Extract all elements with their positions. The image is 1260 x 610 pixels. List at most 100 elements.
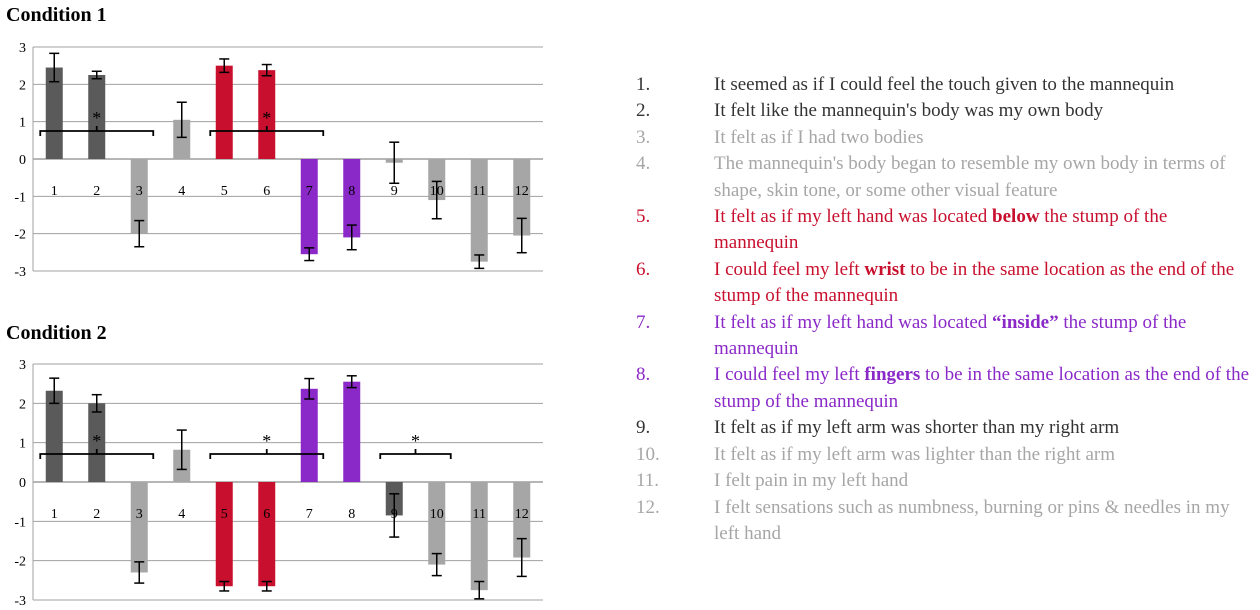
- y-tick-label: 2: [19, 397, 26, 412]
- legend-text: The mannequin's body began to resemble m…: [714, 153, 1226, 201]
- x-tick-label: 4: [178, 184, 185, 199]
- legend-text-post: to be in the same location as the end of…: [714, 258, 1235, 307]
- legend-text-pre: It felt as if my left hand was located: [714, 311, 993, 333]
- bar: [428, 482, 446, 565]
- x-tick-label: 8: [348, 184, 355, 199]
- legend-item: 2.It felt like the mannequin's body was …: [636, 98, 1256, 124]
- y-tick-label: -2: [14, 555, 26, 570]
- legend-item: 12.I felt sensations such as numbness, b…: [636, 495, 1256, 548]
- legend-number: 5.: [636, 206, 651, 228]
- legend-item: 5. It felt as if my left hand was located…: [636, 204, 1256, 257]
- x-tick-label: 12: [515, 184, 529, 199]
- legend-text-pre: I could feel my left: [714, 364, 865, 386]
- condition-2-title: Condition 2: [6, 322, 107, 344]
- legend-text-pre: I could feel my left: [714, 258, 865, 280]
- legend-number: 12.: [636, 496, 660, 518]
- y-tick-label: 1: [19, 437, 26, 452]
- y-tick-label: -3: [14, 265, 26, 280]
- legend-number: 7.: [636, 311, 651, 333]
- legend-text: It felt as if my left hand was located b…: [714, 204, 1256, 257]
- x-tick-label: 5: [221, 507, 228, 522]
- y-tick-label: -1: [14, 190, 26, 205]
- y-tick-label: 3: [19, 358, 26, 373]
- legend-text: I could feel my left fingers to be in th…: [714, 362, 1256, 415]
- x-tick-label: 4: [178, 507, 185, 522]
- legend-text-emphasis: below: [992, 206, 1040, 228]
- x-tick-label: 3: [136, 184, 143, 199]
- legend-text: It felt as if my left hand was located “…: [714, 310, 1256, 363]
- legend-text: I felt pain in my left hand: [714, 470, 909, 492]
- bar: [45, 390, 63, 482]
- y-tick-label: -3: [14, 594, 26, 609]
- legend-number: 3.: [636, 126, 651, 148]
- x-tick-label: 3: [136, 507, 143, 522]
- y-tick-label: 0: [19, 153, 26, 168]
- bar: [513, 159, 531, 236]
- legend-number: 4.: [636, 153, 651, 175]
- y-tick-label: 1: [19, 116, 26, 131]
- legend-text: It felt as if my left arm was shorter th…: [714, 417, 1120, 439]
- legend-item: 4. The mannequin's body began to resemble…: [636, 151, 1256, 204]
- bar: [215, 65, 233, 159]
- legend-number: 1.: [636, 74, 651, 95]
- bar: [300, 159, 318, 255]
- legend-number: 6.: [636, 258, 651, 280]
- bar: [45, 67, 63, 159]
- x-tick-label: 12: [515, 507, 529, 522]
- legend-item: 11. I felt pain in my left hand: [636, 468, 1256, 494]
- significance-star: *: [92, 108, 101, 128]
- y-tick-label: 3: [19, 41, 26, 56]
- x-tick-label: 6: [263, 507, 270, 522]
- legend-text-pre: It felt as if my left hand was located: [714, 206, 993, 228]
- y-tick-label: -2: [14, 228, 26, 243]
- y-tick-label: -1: [14, 515, 26, 530]
- x-tick-label: 2: [93, 507, 100, 522]
- bar: [343, 381, 361, 482]
- y-tick-label: 2: [19, 78, 26, 93]
- x-tick-label: 5: [221, 184, 228, 199]
- legend-text-post: the stump of the mannequin: [714, 206, 1168, 254]
- x-tick-label: 10: [430, 184, 444, 199]
- x-tick-label: 1: [51, 507, 58, 522]
- significance-star: *: [262, 108, 271, 128]
- bar: [300, 388, 318, 482]
- x-tick-label: 1: [51, 184, 58, 199]
- condition-1-title: Condition 1: [6, 4, 107, 26]
- legend-text: It seemed as if I could feel the touch g…: [714, 74, 1175, 95]
- legend-text-post: the stump of the mannequin: [714, 311, 1187, 360]
- legend-number: 9.: [636, 417, 651, 439]
- significance-bracket: [379, 453, 452, 459]
- legend-number: 8.: [636, 364, 651, 386]
- legend-text: It felt as if my left arm was lighter th…: [714, 443, 1115, 465]
- x-tick-label: 6: [263, 184, 270, 199]
- bar: [428, 159, 446, 201]
- legend-item: 9. It felt as if my left arm was shorter …: [636, 415, 1256, 441]
- x-tick-label: 9: [391, 507, 398, 522]
- bar: [88, 403, 106, 482]
- bar: [470, 159, 488, 262]
- bar: [343, 159, 361, 238]
- item-legend: 1. It seemed as if I could feel the touch…: [636, 72, 1256, 547]
- legend-text-emphasis: fingers: [864, 364, 921, 386]
- bar: [470, 482, 488, 591]
- legend-number: 10.: [636, 443, 660, 465]
- x-tick-label: 11: [473, 184, 486, 199]
- legend-text: It felt as if I had two bodies: [714, 126, 924, 148]
- legend-number: 2.: [636, 100, 651, 122]
- x-tick-label: 7: [306, 184, 313, 199]
- legend-text-emphasis: “inside”: [992, 311, 1059, 333]
- bar: [258, 482, 276, 587]
- bar: [130, 159, 148, 234]
- legend-item: 3. It felt as if I had two bodies: [636, 125, 1256, 151]
- bar: [215, 482, 233, 587]
- legend-text-emphasis: wrist: [864, 258, 906, 280]
- significance-star: *: [262, 431, 271, 451]
- bar: [258, 70, 276, 159]
- legend-number: 11.: [636, 470, 660, 492]
- x-tick-label: 10: [430, 507, 444, 522]
- bar: [173, 119, 191, 159]
- legend-item: 7. It felt as if my left hand was located…: [636, 310, 1256, 363]
